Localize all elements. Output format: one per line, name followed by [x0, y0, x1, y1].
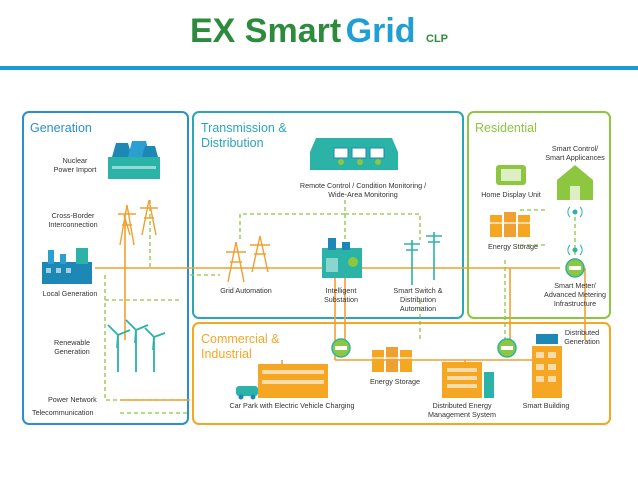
label-crossborder-2: Interconnection [48, 220, 97, 229]
label-distributed-gen-1: Distributed [565, 328, 599, 337]
label-local-generation: Local Generation [43, 289, 98, 298]
label-smart-meter-3: Infrastructure [554, 299, 596, 308]
label-energy-storage-residential: Energy Storage [488, 242, 538, 251]
label-remote-2: Wide-Area Monitoring [328, 190, 398, 199]
label-smart-meter-1: Smart Meter/ [554, 281, 596, 290]
label-renewable-2: Generation [54, 347, 90, 356]
label-car-park: Car Park with Electric Vehicle Charging [229, 401, 354, 410]
section-title-transmission-1: Transmission & [201, 121, 287, 135]
remote-monitoring-icon [310, 138, 398, 170]
label-smart-control-2: Smart Applicances [545, 153, 605, 162]
label-crossborder-1: Cross-Border [52, 211, 95, 220]
nuclear-plant-icon [108, 141, 160, 179]
label-remote-1: Remote Control / Condition Monitoring / [300, 181, 426, 190]
label-dems-1: Distributed Energy [432, 401, 492, 410]
label-energy-storage-commercial: Energy Storage [370, 377, 420, 386]
label-renewable-1: Renewable [54, 338, 90, 347]
dems-icon [442, 362, 494, 398]
label-grid-automation: Grid Automation [220, 286, 272, 295]
label-smart-building: Smart Building [523, 401, 570, 410]
label-nuclear-1: Nuclear [63, 156, 88, 165]
grid-automation-tower-icon [226, 236, 270, 282]
car-park-icon [236, 364, 328, 400]
residential-energy-storage-icon [490, 212, 530, 237]
home-display-unit-icon [496, 165, 526, 185]
label-home-display: Home Display Unit [481, 190, 541, 199]
label-distributed-gen-2: Generation [564, 337, 600, 346]
section-title-generation: Generation [30, 121, 92, 135]
smart-meter-icon [566, 259, 584, 277]
wind-turbine-icon [108, 320, 165, 372]
smart-switch-pole-icon [404, 232, 442, 285]
intelligent-substation-icon [322, 238, 362, 278]
commercial-energy-storage-icon [372, 347, 412, 372]
label-smartswitch-3: Automation [400, 304, 436, 313]
section-title-commercial-1: Commercial & [201, 332, 280, 346]
cross-border-tower-icon [118, 200, 158, 245]
label-dems-2: Management System [428, 410, 496, 419]
label-smart-meter-2: Advanced Metering [544, 290, 606, 299]
legend-telecommunication: Telecommunication [32, 408, 94, 417]
section-title-residential: Residential [475, 121, 537, 135]
distributed-meter-icon [498, 339, 516, 357]
label-substation-2: Substation [324, 295, 358, 304]
label-nuclear-2: Power Import [54, 165, 97, 174]
smart-house-icon [557, 165, 593, 200]
commercial-meter-icon [332, 339, 350, 357]
section-title-commercial-2: Industrial [201, 347, 252, 361]
legend-power-network: Power Network [48, 395, 97, 404]
label-smartswitch-2: Distribution [400, 295, 436, 304]
label-smartswitch-1: Smart Switch & [393, 286, 442, 295]
smart-building-icon [532, 334, 562, 398]
local-generation-icon [42, 248, 92, 284]
section-title-transmission-2: Distribution [201, 136, 264, 150]
label-smart-control-1: Smart Control/ [552, 144, 598, 153]
label-substation-1: Intelligent [326, 286, 357, 295]
